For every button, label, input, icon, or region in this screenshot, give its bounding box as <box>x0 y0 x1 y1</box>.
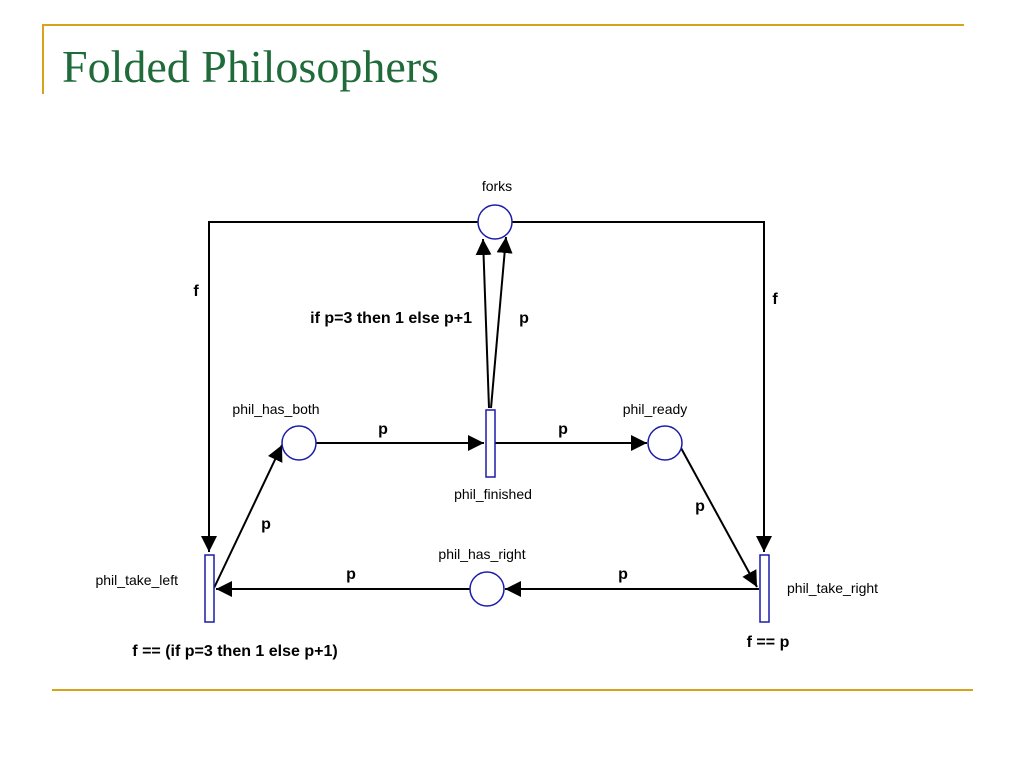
place-label-phil-has-right: phil_has_right <box>438 546 525 562</box>
place-phil-has-both[interactable] <box>281 425 317 461</box>
arc-label-forks-to-phil-take-left: f <box>193 283 199 300</box>
arc-phil-finished-to-forks-right <box>490 236 513 409</box>
arc-forks-to-phil-take-right <box>512 221 772 552</box>
place-label-phil-ready: phil_ready <box>623 401 688 417</box>
arc-phil-ready-to-phil-take-right <box>680 447 758 588</box>
transition-label-phil-take-right: phil_take_right <box>787 580 878 596</box>
title-accent-horizontal-line <box>42 24 964 26</box>
title-accent-vertical-line <box>42 24 44 94</box>
arc-label-phil-has-right-to-phil-take-left: p <box>346 566 356 583</box>
arc-phil-take-left-to-phil-has-both <box>213 444 283 589</box>
guard-phil-take-right: f == p <box>747 634 790 651</box>
place-forks[interactable] <box>477 204 513 240</box>
place-phil-ready[interactable] <box>647 425 683 461</box>
arc-label-forks-to-phil-take-right: f <box>772 291 778 308</box>
transition-phil-take-left[interactable] <box>204 554 215 623</box>
transition-label-phil-finished: phil_finished <box>454 486 532 502</box>
arc-label-phil-ready-to-phil-take-right: p <box>695 498 705 515</box>
arc-forks-to-phil-take-left <box>201 221 478 552</box>
place-label-forks: forks <box>482 178 512 194</box>
arc-label-phil-has-both-to-phil-finished: p <box>378 421 388 438</box>
transition-label-phil-take-left: phil_take_left <box>95 572 178 588</box>
place-phil-has-right[interactable] <box>469 571 505 607</box>
arc-label-phil-finished-to-forks-right: p <box>519 310 529 327</box>
transition-phil-take-right[interactable] <box>759 554 770 623</box>
arc-label-phil-take-left-to-phil-has-both: p <box>261 516 271 533</box>
arc-label-phil-take-right-to-phil-has-right: p <box>618 566 628 583</box>
arc-label-phil-finished-to-phil-ready: p <box>558 421 568 438</box>
arc-label-phil-finished-to-forks-left: if p=3 then 1 else p+1 <box>310 310 472 327</box>
guard-phil-take-left: f == (if p=3 then 1 else p+1) <box>132 643 337 660</box>
slide-title: Folded Philosophers <box>62 41 439 92</box>
footer-divider-line <box>52 689 973 691</box>
place-label-phil-has-both: phil_has_both <box>232 401 319 417</box>
transition-phil-finished[interactable] <box>485 409 496 478</box>
arc-phil-finished-to-forks-left <box>475 238 492 409</box>
